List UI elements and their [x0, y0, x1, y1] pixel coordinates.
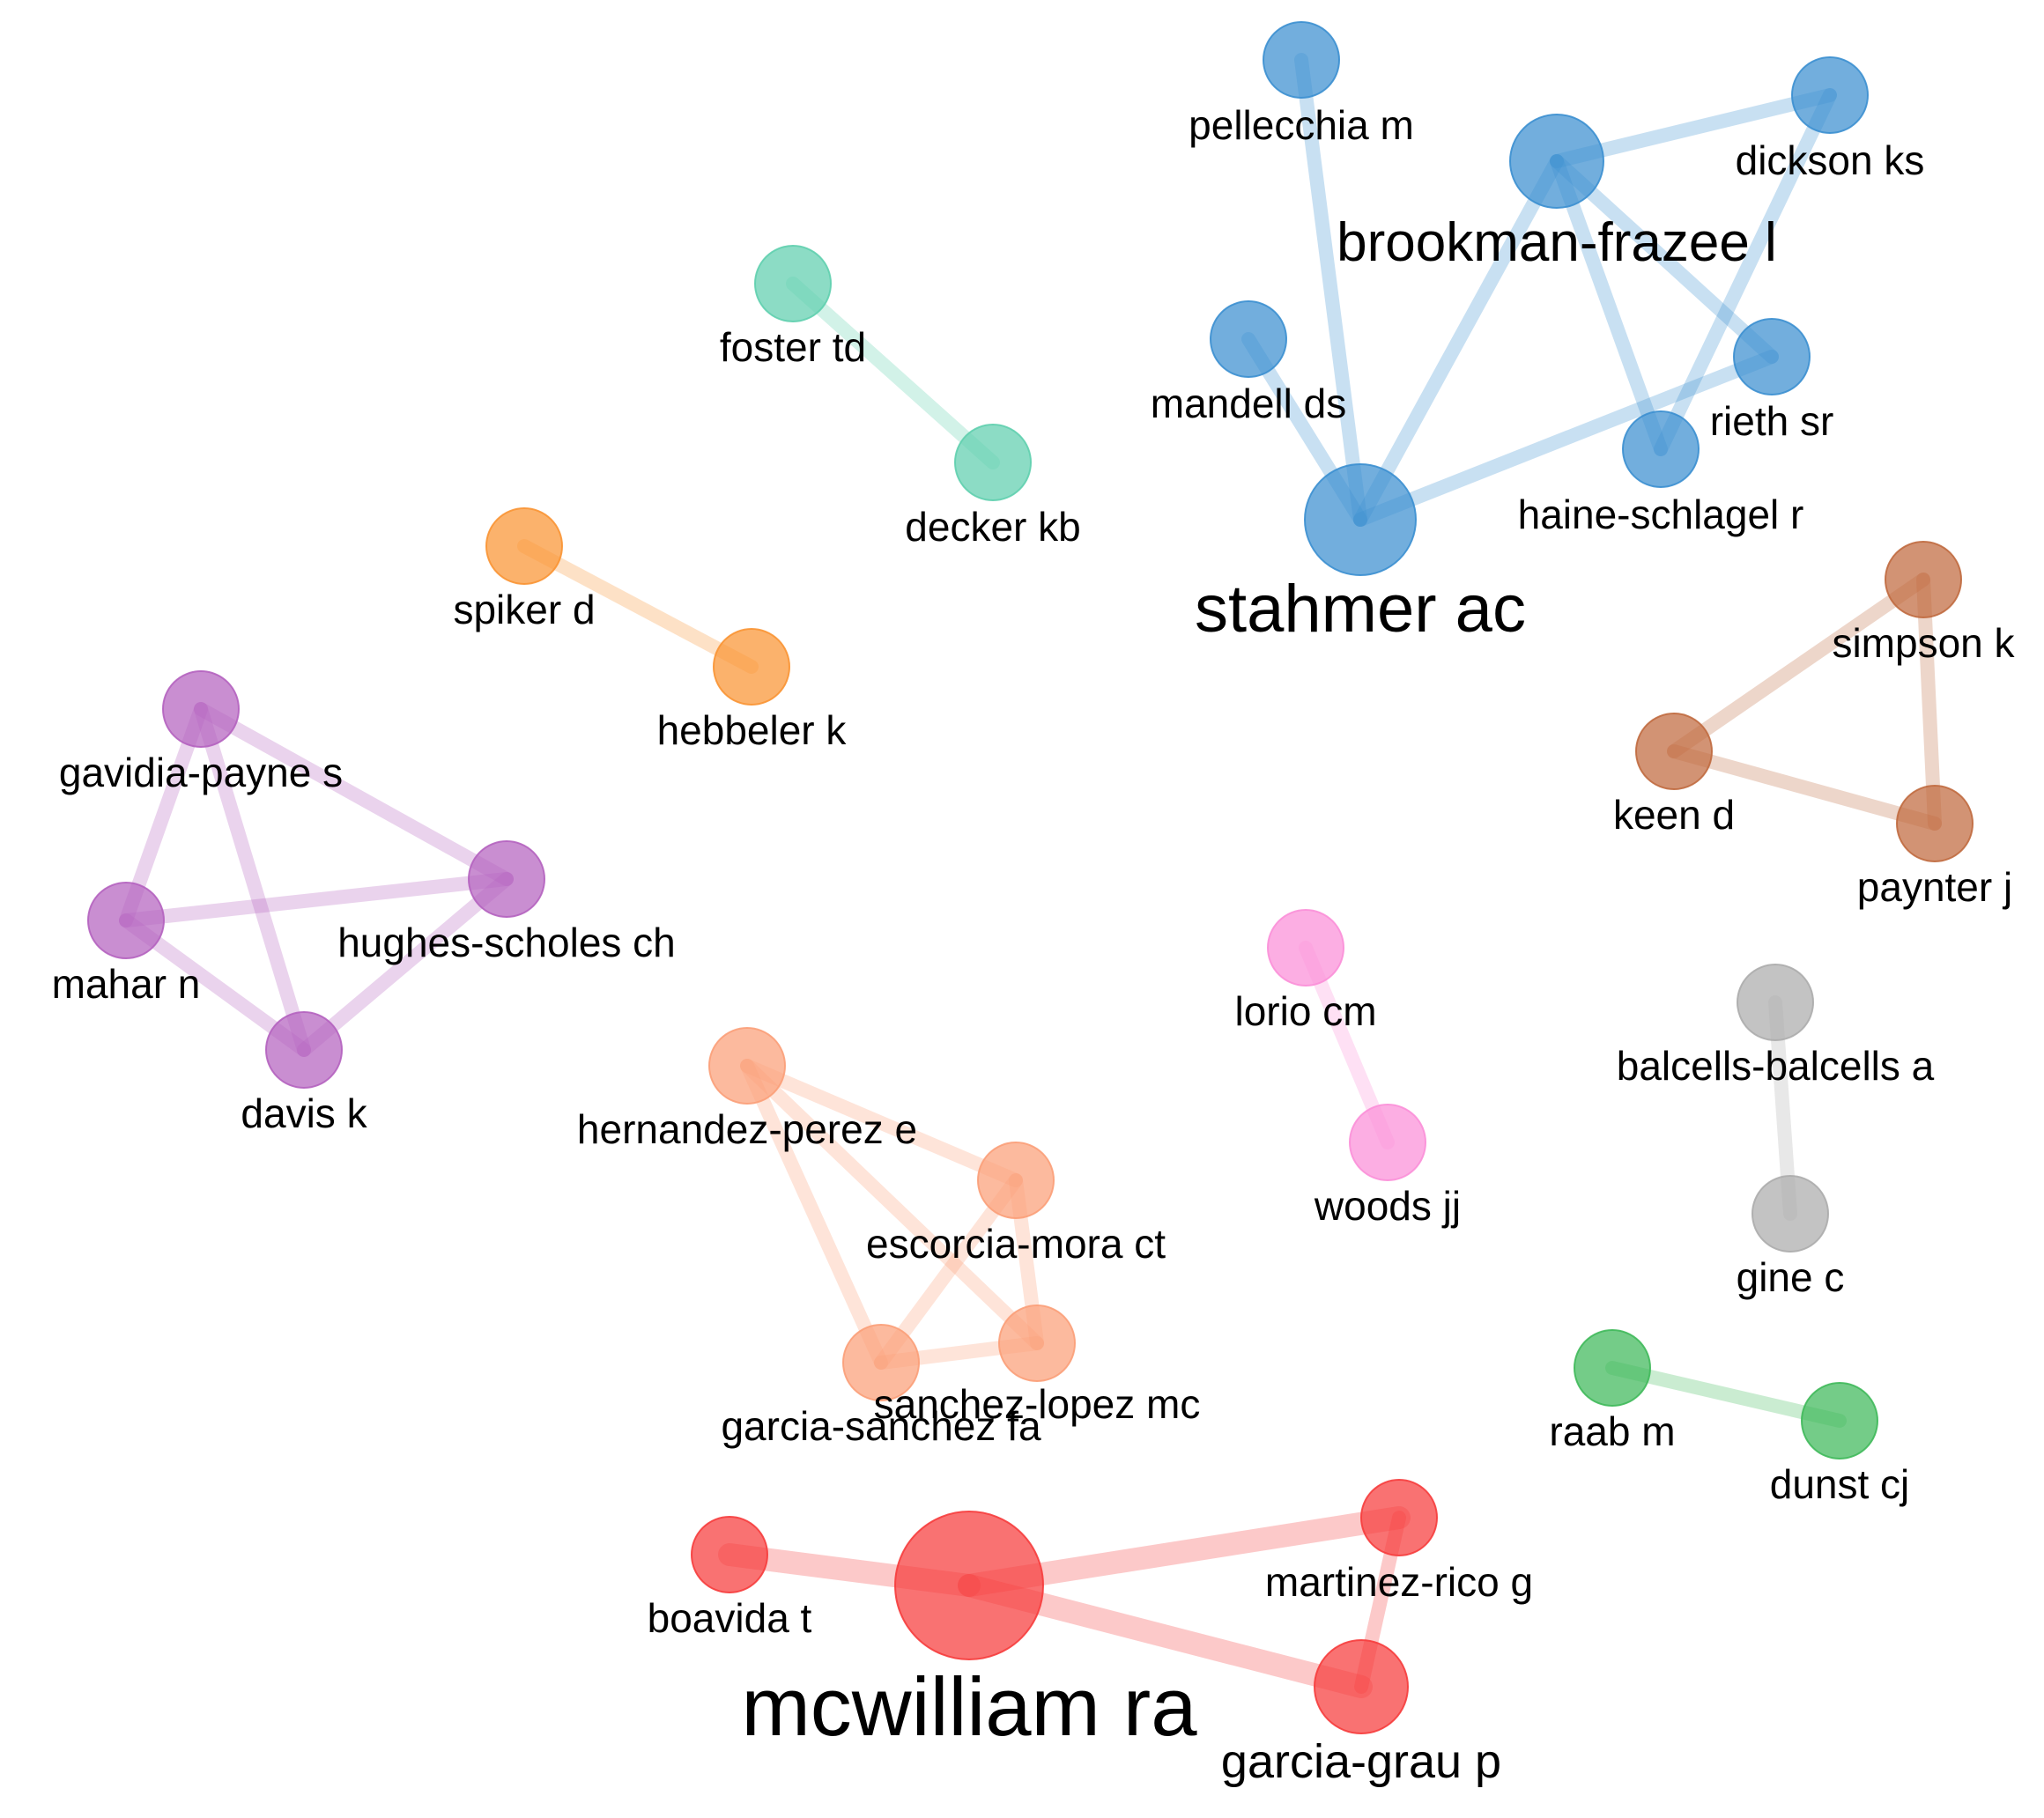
edge-mahar-hughes — [119, 872, 514, 927]
edge-gavidia-hughes — [194, 702, 514, 886]
label-pellecchia: pellecchia m — [1189, 102, 1414, 148]
label-boavida: boavida t — [648, 1595, 812, 1641]
label-brookman: brookman-frazee l — [1337, 212, 1777, 273]
label-paynter: paynter j — [1857, 864, 2012, 910]
node-hernandez[interactable] — [708, 1027, 786, 1105]
node-dickson[interactable] — [1791, 56, 1869, 134]
label-mandell: mandell ds — [1151, 381, 1346, 426]
label-stahmer: stahmer ac — [1195, 572, 1526, 647]
node-raab[interactable] — [1574, 1329, 1651, 1407]
edge-dickson-haine — [1654, 88, 1837, 456]
node-haine[interactable] — [1622, 410, 1700, 488]
label-escorcia: escorcia-mora ct — [866, 1221, 1166, 1267]
node-spiker[interactable] — [485, 507, 563, 585]
label-lorio: lorio cm — [1234, 988, 1376, 1034]
edge-simpson-paynter — [1916, 573, 1942, 831]
node-rieth[interactable] — [1733, 318, 1811, 395]
edge-stahmer-rieth — [1353, 350, 1779, 527]
label-rieth: rieth sr — [1710, 398, 1834, 444]
node-balcells[interactable] — [1737, 964, 1814, 1041]
labels-layer: pellecchia m brookman-frazee l dickson ks m… — [52, 102, 2016, 1788]
node-mcwilliam[interactable] — [894, 1511, 1044, 1660]
label-balcells: balcells-balcells a — [1617, 1043, 1935, 1089]
node-garciagrau[interactable] — [1314, 1639, 1409, 1734]
label-davis: davis k — [241, 1090, 367, 1136]
label-haine: haine-schlagel r — [1518, 491, 1804, 537]
node-keen[interactable] — [1635, 713, 1713, 790]
label-raab: raab m — [1549, 1408, 1675, 1454]
label-hernandez: hernandez-perez e — [577, 1106, 917, 1152]
edge-brookman-haine — [1550, 154, 1668, 456]
label-garciasanchez: garcia-sanchez fa — [721, 1403, 1041, 1449]
edge-gavidia-davis — [194, 702, 311, 1057]
edge-pellecchia-stahmer — [1294, 53, 1367, 527]
edge-hernandez-garciasanchez — [740, 1059, 888, 1370]
node-sanchez[interactable] — [998, 1304, 1076, 1382]
node-brookman[interactable] — [1509, 114, 1604, 209]
edge-keen-paynter — [1667, 744, 1942, 831]
node-pellecchia[interactable] — [1263, 21, 1340, 99]
node-woods[interactable] — [1349, 1104, 1426, 1181]
label-dickson: dickson ks — [1736, 137, 1925, 183]
node-boavida[interactable] — [691, 1516, 768, 1593]
label-martinez: martinez-rico g — [1265, 1559, 1533, 1605]
label-mahar: mahar n — [52, 961, 201, 1007]
edge-spiker-hebbeler — [517, 539, 759, 674]
label-simpson: simpson k — [1832, 620, 2015, 666]
node-stahmer[interactable] — [1304, 463, 1417, 576]
edge-hernandez-sanchez — [740, 1059, 1044, 1350]
label-sanchez: sanchez-lopez mc — [874, 1381, 1201, 1427]
node-hebbeler[interactable] — [713, 628, 790, 706]
label-spiker: spiker d — [453, 587, 595, 632]
edge-raab-dunst — [1605, 1361, 1847, 1428]
label-garciagrau: garcia-grau p — [1221, 1735, 1501, 1788]
node-decker[interactable] — [954, 424, 1032, 501]
edge-brookman-stahmer — [1353, 154, 1564, 527]
node-mandell[interactable] — [1210, 300, 1287, 378]
node-davis[interactable] — [265, 1011, 343, 1089]
node-dunst[interactable] — [1801, 1382, 1878, 1460]
node-gine[interactable] — [1751, 1175, 1829, 1253]
label-keen: keen d — [1613, 792, 1735, 838]
node-lorio[interactable] — [1267, 909, 1344, 987]
label-hebbeler: hebbeler k — [657, 707, 848, 753]
nodes-layer — [87, 21, 1974, 1734]
edge-brookman-rieth — [1550, 154, 1779, 364]
node-mahar[interactable] — [87, 882, 165, 959]
node-paynter[interactable] — [1896, 785, 1974, 862]
label-woods: woods jj — [1314, 1183, 1461, 1229]
edge-hughes-davis — [297, 872, 514, 1057]
label-gavidia: gavidia-payne s — [59, 750, 343, 795]
node-simpson[interactable] — [1885, 541, 1962, 618]
node-escorcia[interactable] — [977, 1142, 1055, 1219]
label-dunst: dunst cj — [1770, 1461, 1910, 1507]
edge-hernandez-escorcia — [740, 1059, 1023, 1187]
label-hughes: hughes-scholes ch — [337, 920, 676, 965]
node-hughes[interactable] — [468, 840, 545, 918]
node-martinez[interactable] — [1360, 1479, 1438, 1556]
label-decker: decker kb — [905, 504, 1080, 550]
node-garciasanchez[interactable] — [842, 1324, 920, 1401]
node-gavidia[interactable] — [162, 670, 240, 748]
node-foster[interactable] — [754, 245, 832, 322]
edge-simpson-keen — [1667, 573, 1930, 758]
label-gine: gine c — [1737, 1254, 1845, 1300]
edge-foster-decker — [786, 277, 1000, 469]
label-mcwilliam: mcwilliam ra — [742, 1660, 1198, 1753]
label-foster: foster td — [720, 324, 866, 370]
